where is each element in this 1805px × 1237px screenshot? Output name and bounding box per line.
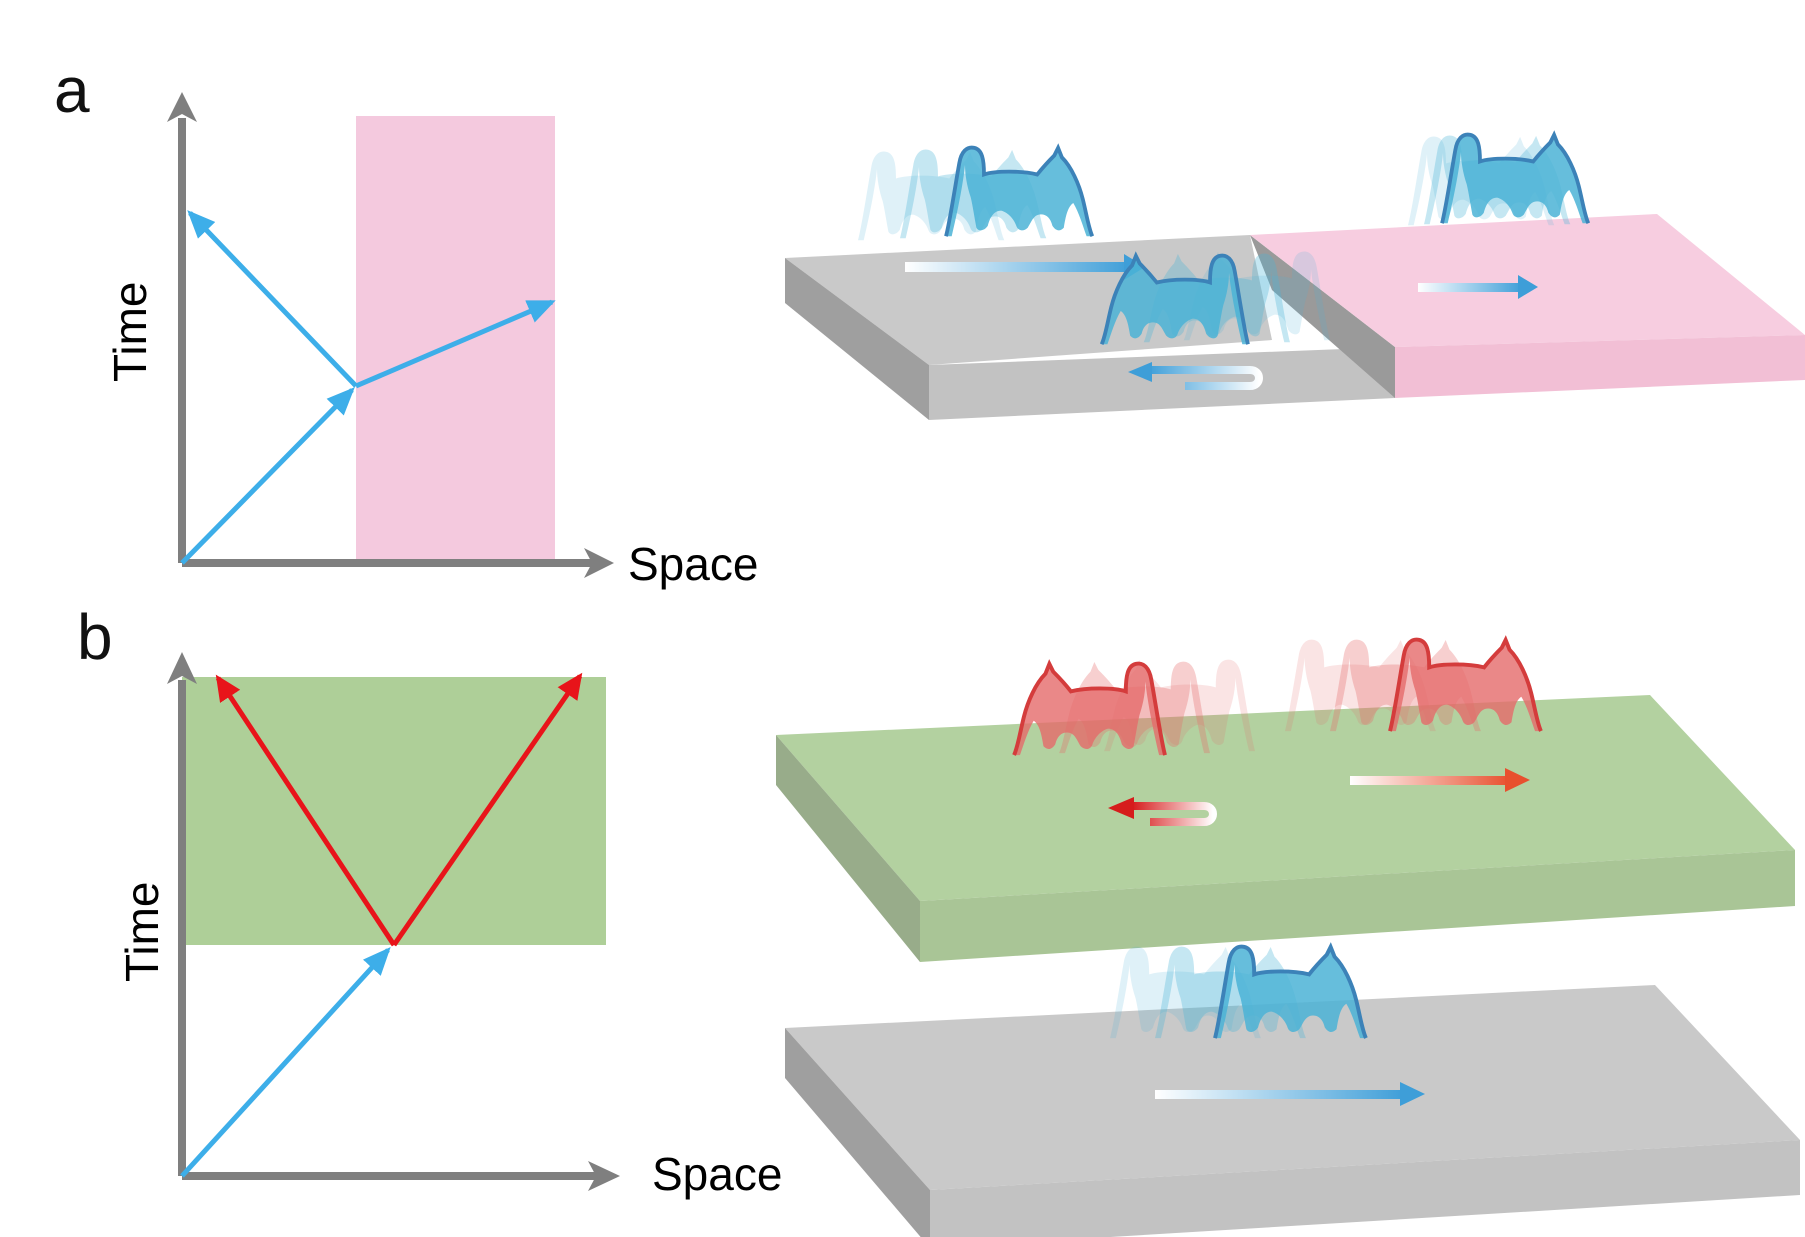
space-axis-label-a: Space bbox=[628, 538, 758, 590]
gray-slab-front bbox=[929, 347, 1395, 420]
backward-cat-group-b bbox=[1012, 659, 1255, 826]
panel-b-gray-slab-illustration bbox=[785, 944, 1800, 1237]
pink-slab-front bbox=[1395, 335, 1805, 398]
incident-cat-group-b bbox=[1110, 944, 1425, 1106]
green-slab-front bbox=[920, 850, 1795, 962]
time-axis-label-b: Time bbox=[116, 881, 168, 982]
gray-slab-side bbox=[785, 258, 929, 420]
panel-a-spacetime-diagram: Space Time bbox=[104, 92, 758, 590]
reflected-cat-group-a bbox=[1099, 251, 1330, 390]
temporal-boundary-region bbox=[182, 677, 606, 945]
transmitted-cat-group-a bbox=[1408, 132, 1591, 299]
incident-ray-b bbox=[180, 947, 391, 1178]
u-turn-arrow-icon bbox=[1132, 802, 1217, 826]
time-axis-label-a: Time bbox=[104, 281, 156, 382]
panel-a-slab-illustration bbox=[785, 132, 1805, 420]
gray-slab-front-b bbox=[930, 1140, 1800, 1237]
motion-arrow-icon bbox=[1155, 1090, 1405, 1099]
motion-arrow-icon bbox=[1418, 283, 1523, 292]
green-slab-side bbox=[776, 735, 920, 962]
panel-label-b: b bbox=[77, 601, 113, 673]
forward-cat-group-b bbox=[1285, 637, 1543, 792]
pink-slab-top bbox=[1250, 214, 1805, 347]
reflected-ray-a bbox=[187, 210, 358, 388]
panel-label-a: a bbox=[54, 54, 90, 126]
spatial-boundary-region bbox=[356, 116, 555, 563]
gray-slab-top-b bbox=[785, 985, 1800, 1190]
backward-ray-b bbox=[215, 674, 397, 947]
time-axis-arrowhead-a bbox=[167, 92, 197, 122]
panel-b-green-slab-illustration bbox=[776, 637, 1795, 962]
panel-b-spacetime-diagram: Space Time bbox=[116, 652, 782, 1200]
transmitted-ray-a bbox=[355, 299, 556, 389]
space-axis-arrowhead-a bbox=[584, 548, 614, 578]
motion-arrow-icon bbox=[905, 262, 1130, 272]
motion-arrow-icon bbox=[1350, 776, 1510, 785]
incident-ray-a bbox=[180, 387, 355, 565]
green-slab-top bbox=[776, 695, 1795, 901]
u-turn-arrow-icon bbox=[1148, 366, 1263, 390]
space-axis-arrowhead-b bbox=[588, 1161, 620, 1191]
space-axis-label-b: Space bbox=[652, 1148, 782, 1200]
forward-ray-b bbox=[391, 672, 583, 947]
gray-slab-side-b bbox=[785, 1028, 930, 1237]
time-axis-arrowhead-b bbox=[167, 652, 197, 684]
